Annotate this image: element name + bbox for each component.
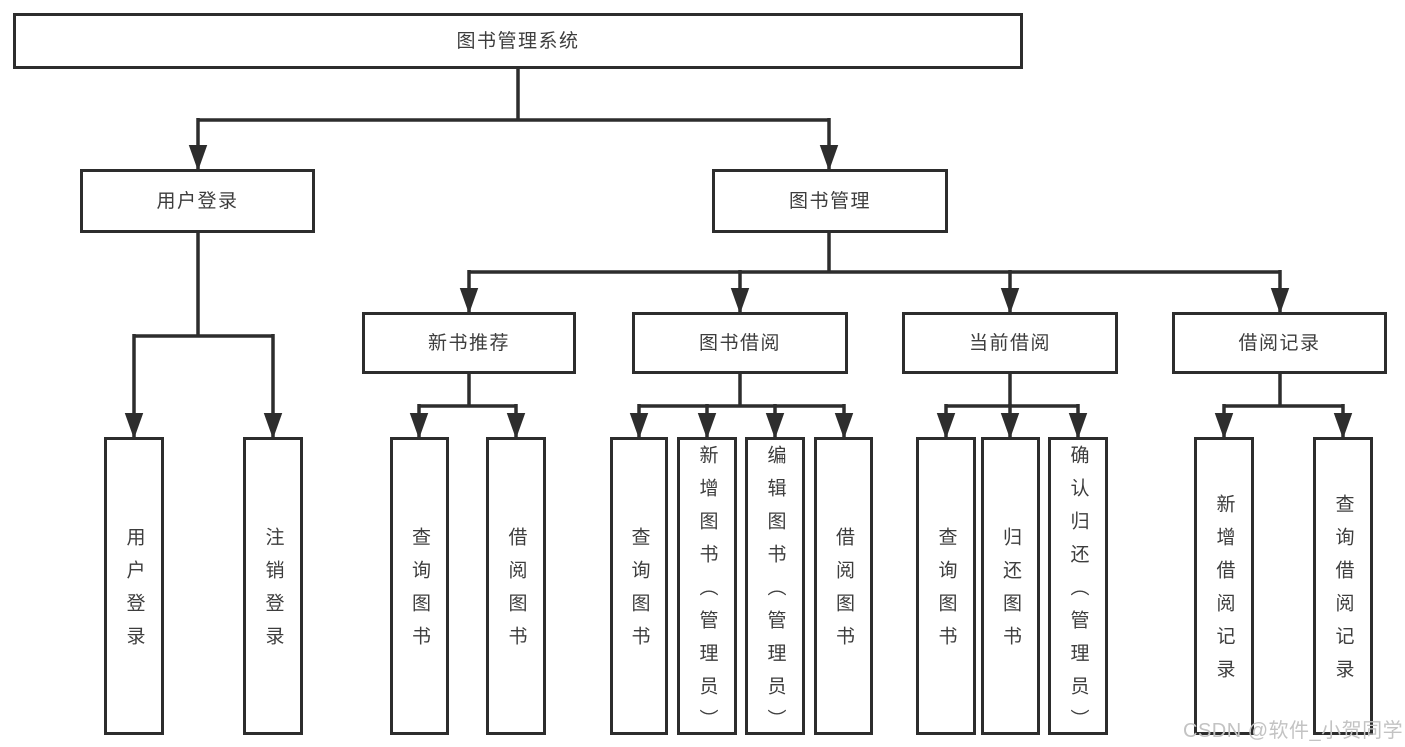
- leaf-edit-book-admin: 编辑图书（管理员）: [745, 437, 805, 742]
- leaf-query-books-borrow: 查询图书: [610, 437, 668, 735]
- leaf-query-books-recommend: 查询图书: [390, 437, 449, 735]
- leaf-add-book-admin: 新增图书（管理员）: [677, 437, 737, 742]
- node-label: 新增图书（管理员）: [696, 444, 718, 742]
- node-label: 借阅图书: [833, 527, 854, 659]
- node-book-management: 图书管理: [712, 169, 948, 233]
- node-label: 查询图书: [409, 527, 430, 659]
- node-label: 图书管理: [788, 190, 871, 212]
- leaf-logout-login: 注销登录: [243, 437, 303, 735]
- leaf-add-borrow-record: 新增借阅记录: [1194, 437, 1254, 735]
- node-label: 图书借阅: [698, 332, 781, 354]
- node-new-book-recommend: 新书推荐: [362, 312, 576, 374]
- leaf-borrow-books: 借阅图书: [814, 437, 873, 735]
- node-book-borrow: 图书借阅: [632, 312, 848, 374]
- node-label: 借阅记录: [1238, 332, 1321, 354]
- node-label: 用户登录: [123, 527, 145, 659]
- csdn-watermark: CSDN @软件_小贺同学: [1183, 720, 1404, 742]
- node-label: 当前借阅: [968, 332, 1051, 354]
- node-label: 查询图书: [935, 527, 957, 659]
- node-borrow-records: 借阅记录: [1172, 312, 1387, 374]
- leaf-query-books-current: 查询图书: [916, 437, 976, 735]
- node-label: 用户登录: [156, 190, 239, 212]
- leaf-confirm-return-admin: 确认归还（管理员）: [1048, 437, 1108, 742]
- node-label: 查询图书: [628, 527, 650, 659]
- leaf-return-book: 归还图书: [981, 437, 1040, 735]
- node-label: 借阅图书: [505, 527, 527, 659]
- node-label: 新增借阅记录: [1213, 494, 1235, 692]
- node-label: 确认归还（管理员）: [1067, 444, 1089, 742]
- leaf-borrow-books-recommend: 借阅图书: [486, 437, 546, 735]
- node-label: 查询借阅记录: [1332, 494, 1354, 692]
- node-label: 图书管理系统: [456, 30, 580, 52]
- node-label: 注销登录: [262, 527, 284, 659]
- leaf-query-borrow-record: 查询借阅记录: [1313, 437, 1373, 735]
- node-label: 新书推荐: [427, 332, 510, 354]
- node-label: 编辑图书（管理员）: [764, 444, 786, 742]
- node-label: 归还图书: [1000, 527, 1021, 659]
- node-root-library-system: 图书管理系统: [13, 13, 1023, 69]
- node-user-login: 用户登录: [80, 169, 315, 233]
- leaf-user-login: 用户登录: [104, 437, 164, 735]
- node-current-borrow: 当前借阅: [902, 312, 1118, 374]
